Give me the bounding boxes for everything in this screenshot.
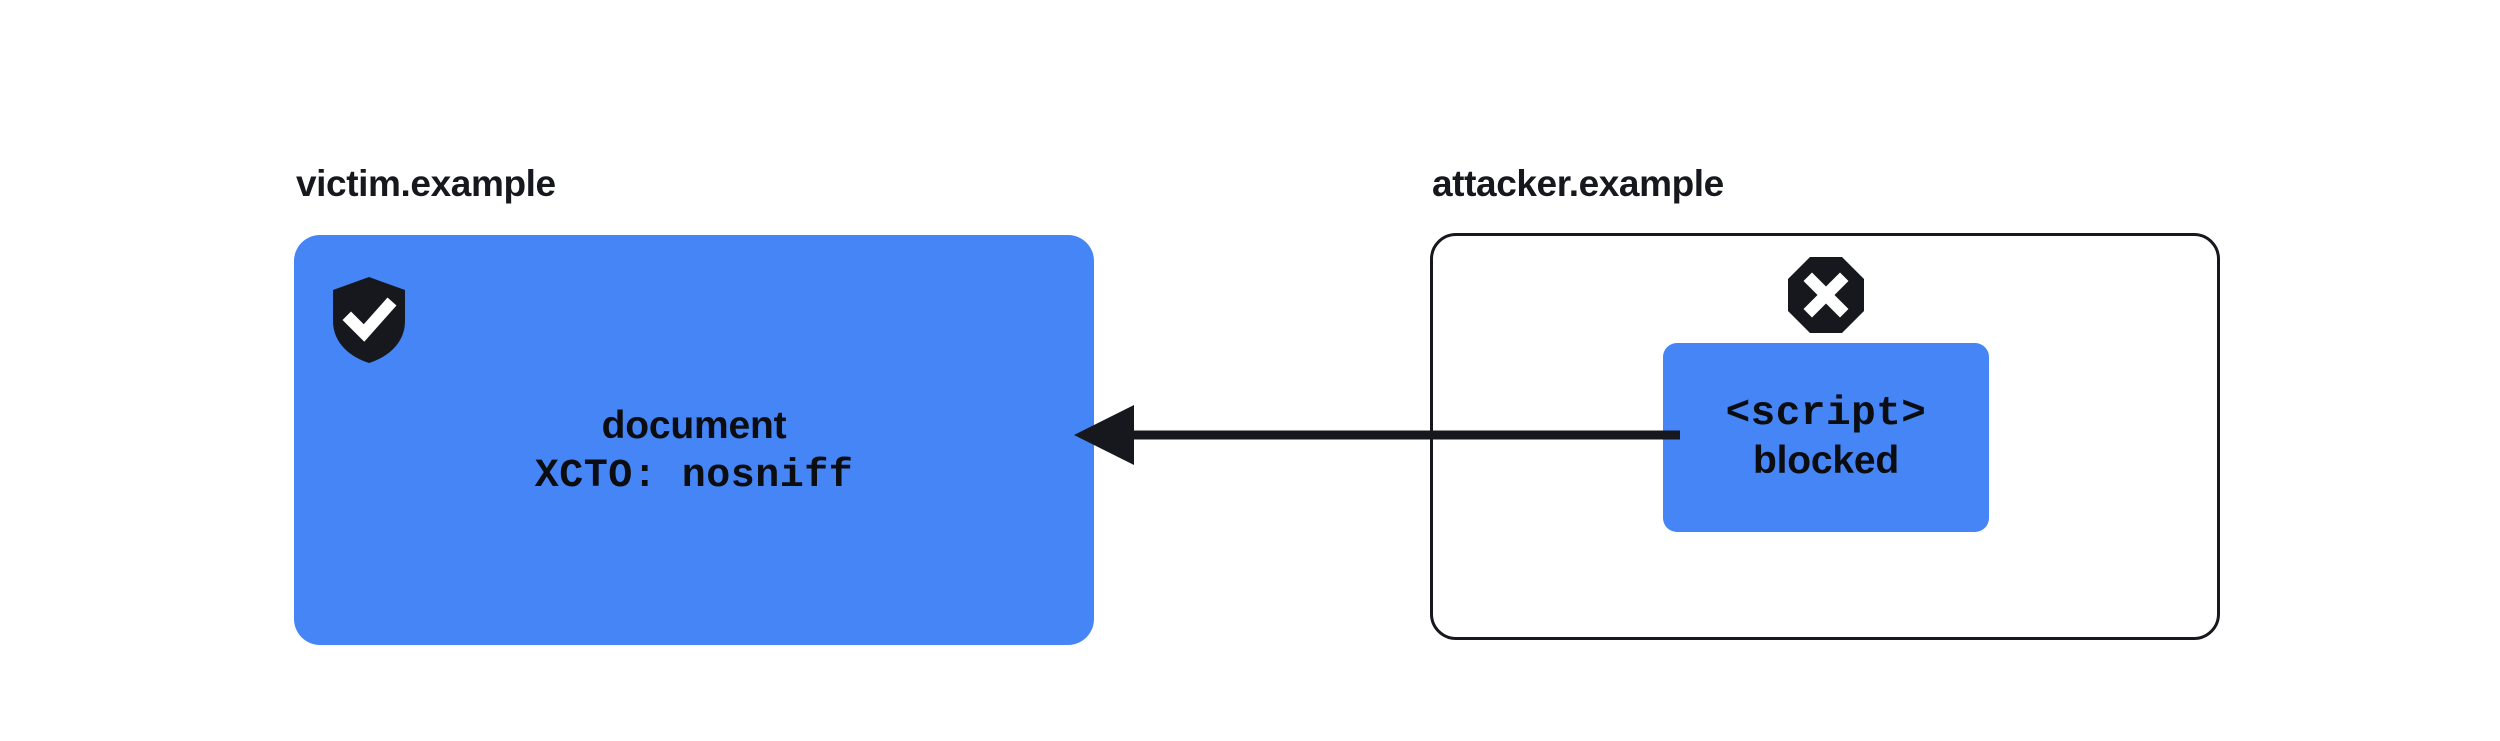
blocked-request-arrow	[1060, 404, 1680, 466]
script-state-label: blocked	[1753, 438, 1899, 482]
document-label: document	[601, 404, 787, 447]
blocked-script-chip: <script> blocked	[1663, 343, 1989, 532]
shield-check-icon	[330, 275, 408, 365]
victim-document-box: document XCTO: nosniff	[294, 235, 1094, 645]
victim-origin-label: victim.example	[296, 163, 556, 204]
octagon-x-icon	[1786, 255, 1866, 335]
script-tag-label: <script>	[1725, 390, 1927, 437]
attacker-origin-label: attacker.example	[1432, 163, 1724, 204]
content-type-options-header: XCTO: nosniff	[534, 454, 854, 500]
attacker-origin-box: <script> blocked	[1430, 233, 2220, 640]
victim-document-text: document XCTO: nosniff	[294, 403, 1094, 500]
